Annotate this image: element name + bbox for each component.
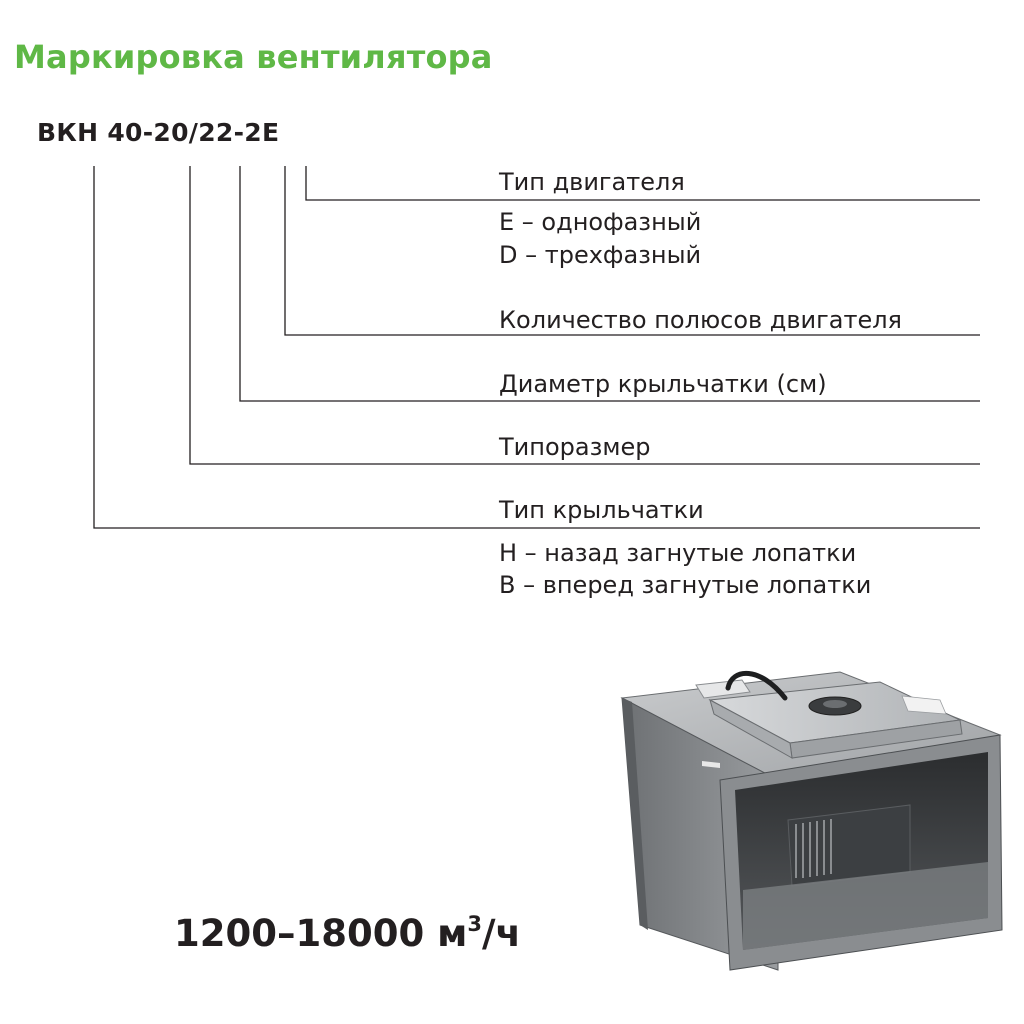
airflow-superscript: 3 <box>467 911 482 936</box>
leader-impeller-type <box>93 166 980 529</box>
leader-impeller-diameter <box>239 166 980 402</box>
model-code: ВКН 40-20/22-2Е <box>37 118 280 147</box>
label-motor-type: Тип двигателя <box>499 168 685 196</box>
leader-motor-type <box>305 166 980 201</box>
page-title: Маркировка вентилятора <box>14 38 493 76</box>
label-impeller-h: H – назад загнутые лопатки <box>499 539 857 567</box>
label-impeller-b: В – вперед загнутые лопатки <box>499 571 872 599</box>
label-impeller-diameter: Диаметр крыльчатки (см) <box>499 370 827 398</box>
label-motor-e: E – однофазный <box>499 208 702 236</box>
airflow-unit: /ч <box>481 912 521 955</box>
fan-product-image <box>620 671 1003 971</box>
label-impeller-type: Тип крыльчатки <box>499 496 704 524</box>
label-poles: Количество полюсов двигателя <box>499 306 902 334</box>
airflow-value: 1200–18000 м <box>174 912 468 955</box>
leader-size <box>189 166 980 465</box>
label-size: Типоразмер <box>499 433 651 461</box>
label-motor-d: D – трехфазный <box>499 241 702 269</box>
leader-poles <box>284 166 980 336</box>
airflow-range: 1200–18000 м3/ч <box>174 912 521 955</box>
